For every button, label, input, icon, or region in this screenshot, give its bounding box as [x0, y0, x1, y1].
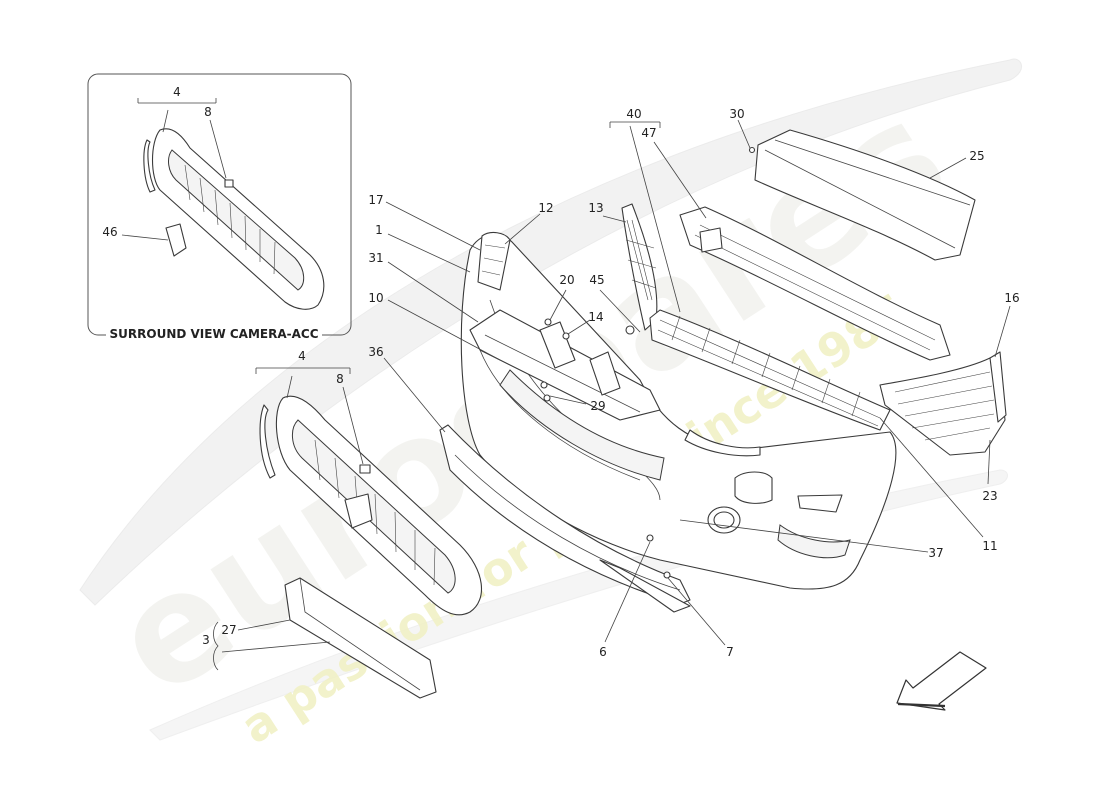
callout-46: 46 [102, 225, 117, 239]
callout-8-inset: 8 [204, 105, 212, 119]
callout-7: 7 [726, 645, 734, 659]
main-grille [259, 395, 483, 616]
callout-47: 47 [641, 126, 656, 140]
callout-14: 14 [588, 310, 603, 324]
callout-8: 8 [336, 372, 344, 386]
arrow-down-left-icon [896, 651, 987, 711]
callout-4: 4 [298, 349, 306, 363]
callout-4-inset: 4 [173, 85, 181, 99]
callout-29: 29 [590, 399, 605, 413]
side-bracket-left [477, 231, 511, 291]
callout-3: 3 [202, 633, 210, 647]
callout-45: 45 [589, 273, 604, 287]
callout-30: 30 [729, 107, 744, 121]
fasteners [540, 146, 756, 579]
right-lower-grille [879, 351, 1007, 456]
lower-spoiler [439, 424, 691, 613]
callout-25: 25 [969, 149, 984, 163]
callout-16: 16 [1004, 291, 1019, 305]
center-mesh-grille [649, 309, 891, 431]
upper-grille-frame [679, 206, 951, 361]
bumper-reinforcement [469, 309, 661, 421]
inset-grille [143, 128, 325, 310]
callout-10: 10 [368, 291, 383, 305]
callout-23: 23 [982, 489, 997, 503]
callout-27: 27 [221, 623, 236, 637]
radiator-duct [754, 129, 976, 261]
callout-1: 1 [375, 223, 383, 237]
inset-panel: SURROUND VIEW CAMERA-ACC [87, 73, 352, 342]
callout-37: 37 [928, 546, 943, 560]
callout-36: 36 [368, 345, 383, 359]
callout-12: 12 [538, 201, 553, 215]
callout-13: 13 [588, 201, 603, 215]
callout-11: 11 [982, 539, 997, 553]
callout-labels: 4 8 46 4 8 3 27 17 1 31 10 36 12 13 20 4… [102, 85, 1019, 659]
callout-17: 17 [368, 193, 383, 207]
callout-20: 20 [559, 273, 574, 287]
callout-6: 6 [599, 645, 607, 659]
leader-lines [383, 119, 1011, 646]
callout-40: 40 [626, 107, 641, 121]
callout-31: 31 [368, 251, 383, 265]
inset-title: SURROUND VIEW CAMERA-ACC [110, 327, 319, 341]
